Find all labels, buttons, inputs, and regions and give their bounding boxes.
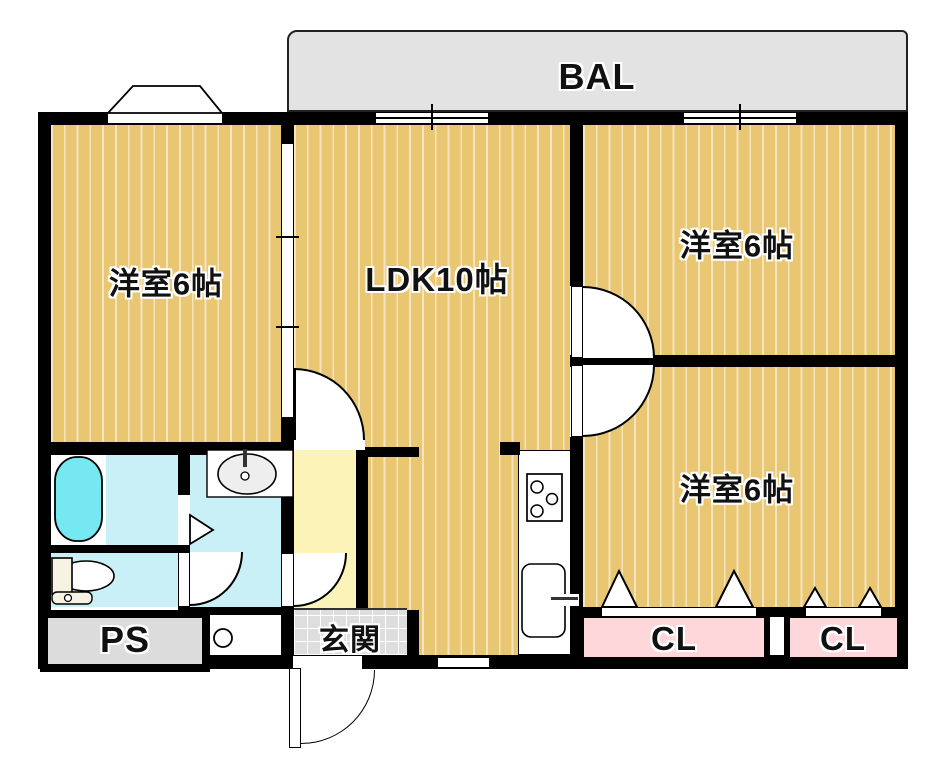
room-west-top-left-floor [51,125,281,442]
burner-icon [530,480,544,494]
closet-door-icon [600,568,639,608]
sink-faucet-icon [551,597,578,600]
wall-kitchen-stub [500,442,520,455]
entrance-doorway [293,656,362,669]
closet-door-icon [714,568,755,608]
wall-between-right-rooms [570,355,908,367]
room-label-west-top-right: 洋室6帖 [679,228,795,264]
pipe-space-box [40,610,210,672]
sliding-door-tick-2 [276,326,299,328]
wall-west1-ldk-top [281,112,294,143]
wall-cl-top-2 [757,607,805,617]
burner-icon [530,504,544,518]
balcony-area [287,30,908,112]
wall-bath-washroom [178,455,190,495]
balcony-label: BAL [558,56,636,97]
kitchen-sink-icon [521,563,566,638]
wall-genkan-left [281,607,294,669]
entrance-label: 玄関 [319,624,381,657]
wall-hall-top-stub [365,447,419,457]
closet-1-door-rail [601,607,757,617]
entrance-step-line [294,608,407,610]
burner-icon [545,492,559,506]
bay-window-icon [105,85,224,114]
entrance-tile-floor [294,610,407,655]
closet-2-door-rail [805,607,882,617]
west2-balcony-window-tick [739,104,741,130]
wall-left [38,112,51,669]
room-label-west-mid-right: 洋室6帖 [679,472,795,508]
wall-genkan-ldk [407,610,419,655]
ldk-balcony-window-tick [431,104,433,130]
pipe-space-label: PS [99,619,151,660]
toilet-tank-icon [51,557,73,595]
basin-faucet-icon [243,449,247,467]
wall-right [895,112,908,669]
closet-door-icon [857,586,883,608]
wall-hall-ldk [356,447,368,610]
toilet-drain-icon [63,593,73,603]
closet-1-box [578,612,770,663]
sliding-door-tick-1 [276,236,299,238]
wall-bath-toilet [38,545,190,553]
basin-drain-icon [240,471,250,481]
wall-ldk-right-top [570,112,583,286]
bath-folding-door-icon [189,513,215,546]
closet-2-label: CL [820,620,866,657]
closet-2-box [784,612,903,663]
door-leaf-west3 [571,365,583,437]
door-leaf-west2 [571,286,583,358]
hall-ldk-threshold [294,440,365,450]
ldk-bottom-window [437,657,490,668]
wall-washroom-laundry [178,607,294,615]
entrance-door-leaf [289,668,301,748]
room-label-ldk: LDK10帖 [365,261,509,298]
washing-machine-pan-icon [213,628,233,648]
closet-1-label: CL [651,620,697,657]
room-label-west-top-left: 洋室6帖 [108,266,224,302]
bathtub-icon [54,456,103,542]
closet-door-icon [802,586,828,608]
sliding-door-west1-ldk [281,143,294,418]
room-west-mid-right-floor [583,367,895,612]
